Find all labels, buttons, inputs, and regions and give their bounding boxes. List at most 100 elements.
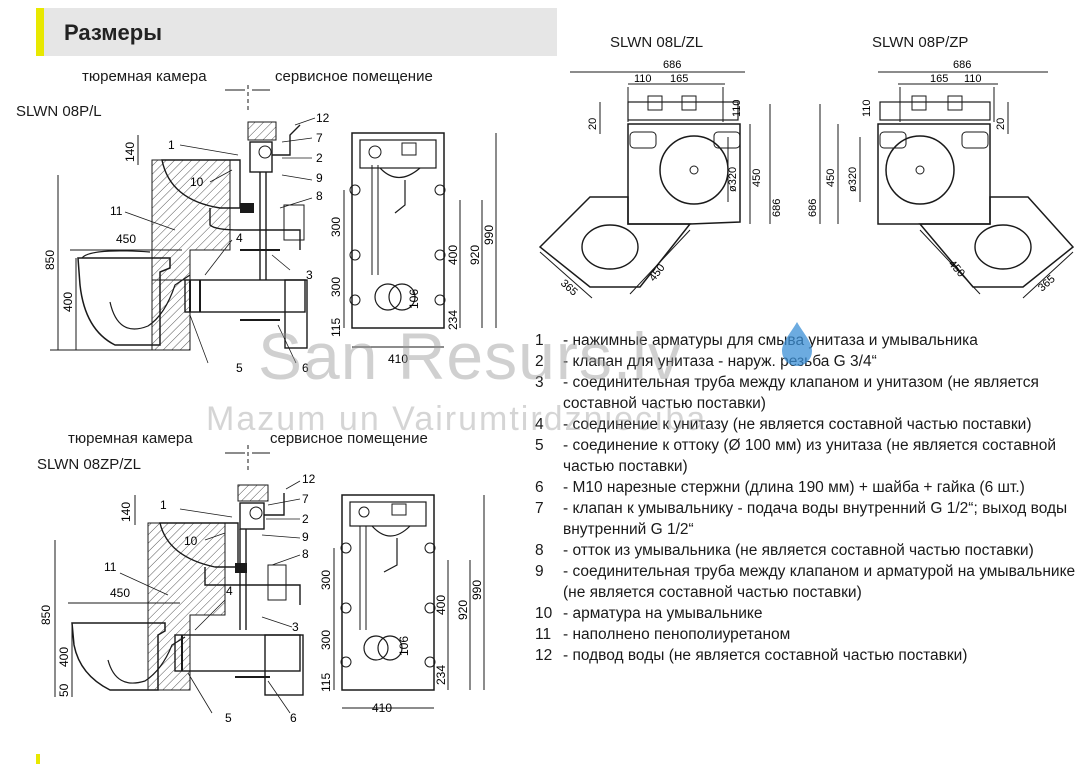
plan-title-left: SLWN 08L/ZL bbox=[610, 34, 704, 51]
dim-300-lower: 300 bbox=[329, 277, 343, 297]
page-title: Размеры bbox=[64, 20, 163, 45]
dim-115-bottom: 115 bbox=[319, 673, 333, 692]
legend-text: - соединение к унитазу (не является сост… bbox=[563, 416, 1032, 433]
callout-4-bottom: 4 bbox=[226, 584, 233, 598]
legend-item: 11- наполнено пенополиуретаном bbox=[535, 624, 1080, 645]
legend-text: - арматура на умывальнике bbox=[563, 605, 763, 622]
callout-7-bottom: 7 bbox=[302, 492, 309, 506]
label-prison-cell-bottom: тюремная камера bbox=[68, 430, 193, 447]
plan-right-dim-110-v: 110 bbox=[861, 99, 873, 117]
legend-item: 4 - соединение к унитазу (не является сос… bbox=[535, 414, 1080, 435]
plan-right-dim-20: 20 bbox=[995, 118, 1007, 130]
legend-item: 6 - M10 нарезные стержни (длина 190 мм) +… bbox=[535, 477, 1080, 498]
legend-num: 4 bbox=[535, 416, 544, 433]
dim-50: 50 bbox=[57, 683, 71, 697]
front-view-top-drawing: 300 300 115 400 106 234 920 990 410 bbox=[329, 132, 497, 366]
legend-text: - M10 нарезные стержни (длина 190 мм) + … bbox=[563, 479, 1025, 496]
plan-left-dim-450-d: 450 bbox=[647, 262, 668, 284]
callout-1: 1 bbox=[168, 138, 175, 152]
dim-990: 990 bbox=[482, 225, 496, 245]
callout-8-bottom: 8 bbox=[302, 547, 309, 561]
water-drop-icon bbox=[782, 322, 812, 366]
legend-num: 12 bbox=[535, 647, 553, 664]
plan-view-right-drawing: 686 165 110 20 110 ø320 450 686 450 365 bbox=[808, 59, 1075, 299]
plan-right-dim-450: 450 bbox=[825, 169, 837, 187]
plan-left-dim-110: 110 bbox=[634, 73, 652, 85]
dim-450-bottom: 450 bbox=[110, 586, 130, 600]
plan-right-dim-165: 165 bbox=[930, 73, 948, 85]
plan-right-dim-110: 110 bbox=[964, 73, 982, 85]
plan-right-dim-d320: ø320 bbox=[847, 167, 859, 192]
callout-7: 7 bbox=[316, 131, 323, 145]
dim-400-front: 400 bbox=[446, 245, 460, 265]
callout-9-bottom: 9 bbox=[302, 530, 309, 544]
plan-left-dim-20: 20 bbox=[587, 118, 599, 130]
legend-num: 9 bbox=[535, 563, 544, 580]
legend-num: 8 bbox=[535, 542, 544, 559]
callout-6-bottom: 6 bbox=[290, 711, 297, 725]
model-label-top: SLWN 08P/L bbox=[16, 103, 102, 120]
callout-2-bottom: 2 bbox=[302, 512, 309, 526]
dim-140-bottom: 140 bbox=[119, 502, 133, 522]
callout-3: 3 bbox=[306, 268, 313, 282]
callout-6: 6 bbox=[302, 361, 309, 375]
callout-10-bottom: 10 bbox=[184, 534, 198, 548]
legend-text: - соединительная труба между клапаном и … bbox=[563, 563, 1076, 601]
legend-text: - клапан к умывальнику - подача воды вну… bbox=[563, 500, 1068, 538]
model-label-bottom: SLWN 08ZP/ZL bbox=[37, 456, 141, 473]
legend-num: 7 bbox=[535, 500, 544, 517]
plan-right-dim-686-v: 686 bbox=[808, 199, 819, 217]
plan-left-dim-365: 365 bbox=[558, 277, 580, 298]
callout-4: 4 bbox=[236, 231, 243, 245]
dim-410-bottom: 410 bbox=[372, 701, 392, 715]
callout-3-bottom: 3 bbox=[292, 620, 299, 634]
legend-num: 2 bbox=[535, 353, 544, 370]
watermark-brand: San Resurs.lv bbox=[258, 319, 682, 393]
callout-11-bottom: 11 bbox=[104, 560, 117, 574]
front-view-bottom-drawing: 300 300 115 400 106 234 920 990 410 bbox=[319, 494, 485, 715]
dim-450: 450 bbox=[116, 232, 136, 246]
dim-300-lower-bottom: 300 bbox=[319, 630, 333, 650]
legend-item: 5- соединение к оттоку (Ø 100 мм) из уни… bbox=[535, 435, 1080, 477]
plan-title-right: SLWN 08P/ZP bbox=[872, 34, 969, 51]
dim-990-bottom: 990 bbox=[470, 580, 484, 600]
legend-text: - подвод воды (не является составной час… bbox=[563, 647, 968, 664]
label-prison-cell: тюремная камера bbox=[82, 68, 207, 85]
callout-12-bottom: 12 bbox=[302, 472, 316, 486]
legend-num: 5 bbox=[535, 437, 544, 454]
dim-410: 410 bbox=[388, 352, 408, 366]
plan-view-left-drawing: 686 110 165 20 110 ø320 450 686 365 450 bbox=[538, 59, 783, 299]
dim-234: 234 bbox=[446, 310, 460, 330]
legend-item: 8 - отток из умывальника (не является сос… bbox=[535, 540, 1080, 561]
legend-text: - соединительная труба между клапаном и … bbox=[563, 374, 1039, 412]
side-section-bottom-drawing: 140 850 400 50 450 1 10 11 4 5 6 3 8 9 2… bbox=[39, 445, 316, 725]
callout-5-bottom: 5 bbox=[225, 711, 232, 725]
legend-num: 6 bbox=[535, 479, 544, 496]
plan-left-dim-686: 686 bbox=[663, 59, 681, 71]
legend: 1 - нажимные арматуры для смыва унитаза и… bbox=[535, 330, 1080, 666]
callout-12: 12 bbox=[316, 111, 330, 125]
side-section-top-drawing: 140 850 400 450 1 10 11 4 5 6 3 8 9 2 7 … bbox=[43, 85, 330, 375]
plan-right-dim-365: 365 bbox=[1036, 273, 1058, 294]
dim-850-bottom: 850 bbox=[39, 605, 53, 625]
dim-234-bottom: 234 bbox=[434, 665, 448, 685]
plan-left-dim-d320: ø320 bbox=[727, 167, 739, 192]
dim-400-front-bottom: 400 bbox=[434, 595, 448, 615]
dim-850: 850 bbox=[43, 250, 57, 270]
dim-920: 920 bbox=[468, 245, 482, 265]
header-accent-bar bbox=[36, 8, 44, 56]
legend-item: 9 - соединительная труба между клапаном и… bbox=[535, 561, 1080, 603]
legend-num: 10 bbox=[535, 605, 553, 622]
label-service-room-bottom: сервисное помещение bbox=[270, 430, 428, 447]
dim-106: 106 bbox=[407, 289, 421, 309]
label-service-room: сервисное помещение bbox=[275, 68, 433, 85]
legend-text: - отток из умывальника (не является сост… bbox=[563, 542, 1034, 559]
legend-item: 1 - нажимные арматуры для смыва унитаза и… bbox=[535, 330, 1080, 351]
dim-106-bottom: 106 bbox=[397, 636, 411, 656]
dim-400: 400 bbox=[61, 292, 75, 312]
section-header bbox=[36, 8, 557, 56]
legend-text: - нажимные арматуры для смыва унитаза и … bbox=[563, 332, 978, 349]
dim-300-upper: 300 bbox=[329, 217, 343, 237]
legend-num: 1 bbox=[535, 332, 544, 349]
legend-item: 10 - арматура на умывальнике bbox=[535, 603, 1080, 624]
